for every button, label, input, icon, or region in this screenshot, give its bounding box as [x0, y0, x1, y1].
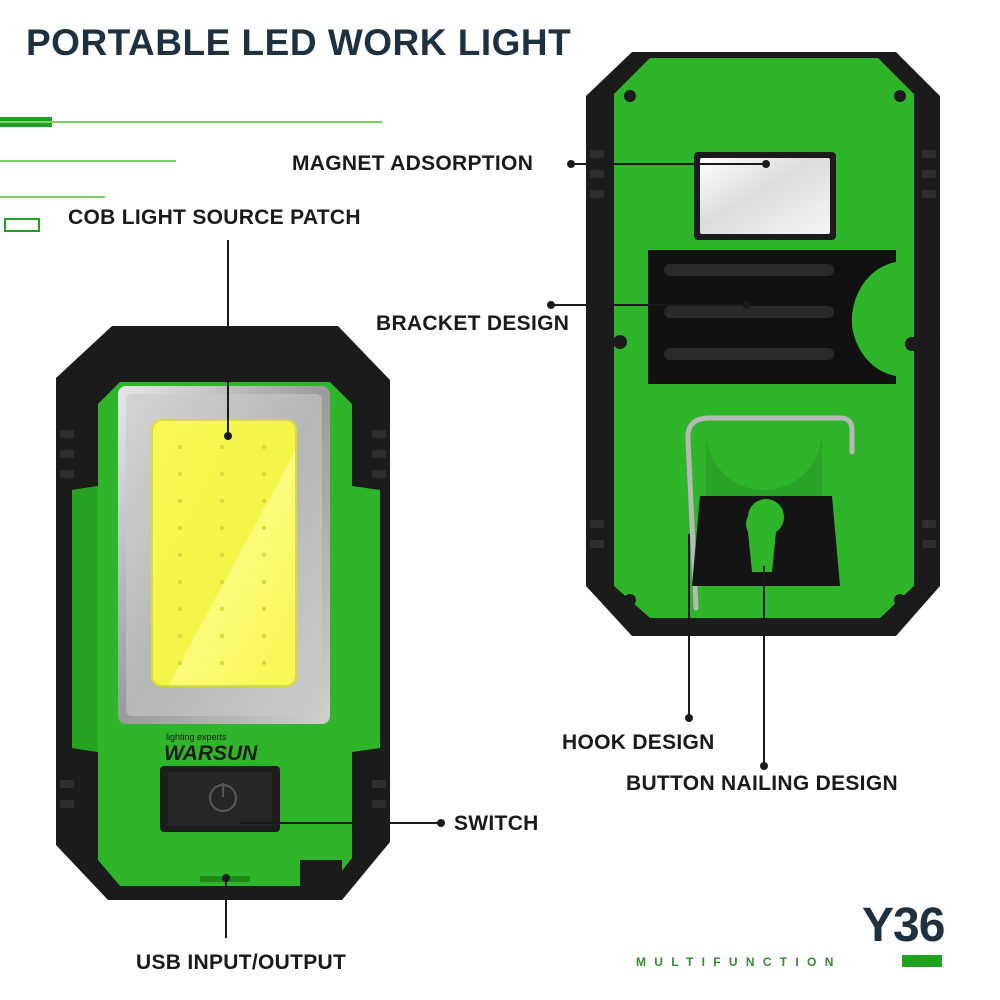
- label-switch: SWITCH: [454, 812, 539, 835]
- subtitle-bar: [902, 955, 942, 967]
- leader-dot-bracket-end: [742, 301, 750, 309]
- power-icon: [208, 783, 238, 813]
- leader-usb: [225, 878, 227, 938]
- label-usb: USB INPUT/OUTPUT: [136, 951, 347, 974]
- leader-cob: [227, 240, 229, 436]
- leader-dot-magnet-end: [762, 160, 770, 168]
- label-button-nail: BUTTON NAILING DESIGN: [626, 772, 898, 795]
- decor-box: [4, 218, 40, 232]
- label-cob: COB LIGHT SOURCE PATCH: [68, 206, 361, 229]
- decor-line: [0, 121, 382, 123]
- leader-bracket: [551, 304, 747, 306]
- leader-button-nail: [763, 566, 765, 766]
- leader-dot-button-nail: [760, 762, 768, 770]
- label-hook: HOOK DESIGN: [562, 731, 715, 754]
- leader-magnet: [571, 163, 767, 165]
- decor-line: [0, 196, 105, 198]
- leader-dot-cob: [224, 432, 232, 440]
- back-work-light: [586, 52, 940, 636]
- decor-line: [0, 160, 176, 162]
- label-magnet: MAGNET ADSORPTION: [292, 152, 534, 175]
- brand-logo: WARSUN: [164, 742, 258, 765]
- leader-switch: [240, 822, 440, 824]
- brand-tagline: lighting experts: [166, 732, 227, 742]
- leader-dot-switch: [437, 819, 445, 827]
- model-name: Y36: [862, 899, 945, 952]
- subtitle-multifunction: MULTIFUNCTION: [636, 955, 842, 969]
- label-bracket: BRACKET DESIGN: [376, 312, 570, 335]
- leader-dot-hook: [685, 714, 693, 722]
- page-title: PORTABLE LED WORK LIGHT: [26, 22, 572, 63]
- leader-hook: [688, 534, 690, 718]
- front-work-light: [56, 326, 390, 900]
